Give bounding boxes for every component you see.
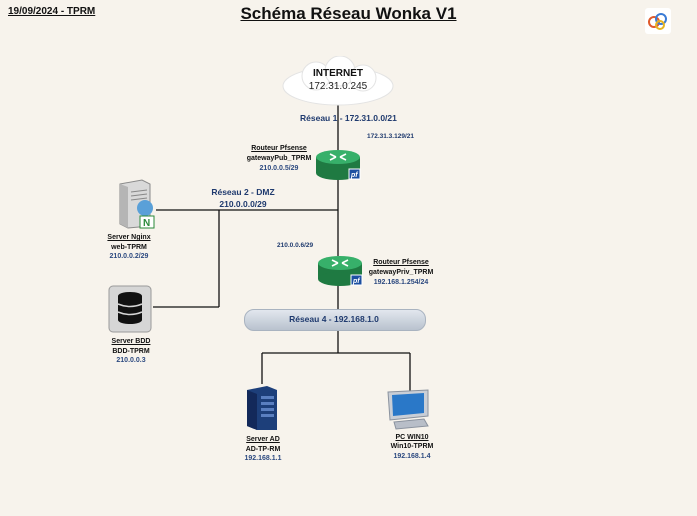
router-priv-ip: 192.168.1.254/24 <box>373 279 429 286</box>
router-priv-wan-ip: 210.0.0.6/29 <box>277 242 314 249</box>
pfsense-badge-icon: pf <box>350 274 363 286</box>
server-bdd <box>108 285 152 333</box>
router-pub-host: gatewayPub_TPRM <box>246 155 312 162</box>
router-pub: pf <box>316 150 361 180</box>
tower-server-icon <box>247 386 277 430</box>
database-icon <box>108 285 152 333</box>
monitor-icon <box>387 389 429 430</box>
router-pub-wan-ip: 172.31.3.129/21 <box>367 133 414 140</box>
server-bdd-name: Server BDD <box>111 338 151 345</box>
router-pub-name: Routeur Pfsense <box>251 145 307 152</box>
server-ad <box>247 386 277 430</box>
router-priv-name: Routeur Pfsense <box>373 259 429 266</box>
server-nginx-name: Server Nginx <box>107 234 151 241</box>
server-bdd-host: BDD-TPRM <box>112 348 150 355</box>
pc-win10-name: PC WIN10 <box>395 434 429 441</box>
network-4-bus <box>244 309 426 331</box>
server-nginx-host: web-TPRM <box>111 244 147 251</box>
cloud-icon <box>282 56 394 106</box>
network-4-label: Réseau 4 - 192.168.1.0 <box>289 314 379 324</box>
server-nginx-ip: 210.0.0.2/29 <box>109 253 149 260</box>
pc-win10-host: Win10-TPRM <box>390 443 434 450</box>
page-title: Schéma Réseau Wonka V1 <box>240 4 457 23</box>
server-ad-host: AD-TP-RM <box>245 446 281 453</box>
server-ad-name: Server AD <box>246 436 280 443</box>
date-label: 19/09/2024 - TPRM <box>8 6 96 17</box>
svg-text:pf: pf <box>350 172 358 179</box>
server-bdd-ip: 210.0.0.3 <box>116 357 146 364</box>
nginx-badge-icon: N <box>137 200 155 229</box>
server-nginx: N <box>119 179 155 229</box>
router-pub-ip: 210.0.0.5/29 <box>259 165 299 172</box>
internet-label: INTERNET <box>313 68 363 79</box>
router-priv: pf <box>318 256 363 286</box>
network-1-label: Réseau 1 - 172.31.0.0/21 <box>300 113 397 123</box>
router-priv-host: gatewayPriv_TPRM <box>368 269 434 276</box>
internet-ip: 172.31.0.245 <box>308 81 368 92</box>
svg-text:pf: pf <box>352 278 360 285</box>
network-2-label: Réseau 2 - DMZ <box>211 187 275 197</box>
pc-win10 <box>387 389 429 430</box>
logo-icon <box>645 8 671 34</box>
pfsense-badge-icon: pf <box>348 168 361 180</box>
svg-text:N: N <box>143 218 150 229</box>
pc-win10-ip: 192.168.1.4 <box>393 453 431 460</box>
server-ad-ip: 192.168.1.1 <box>244 455 282 462</box>
network-2-address: 210.0.0.0/29 <box>219 199 267 209</box>
